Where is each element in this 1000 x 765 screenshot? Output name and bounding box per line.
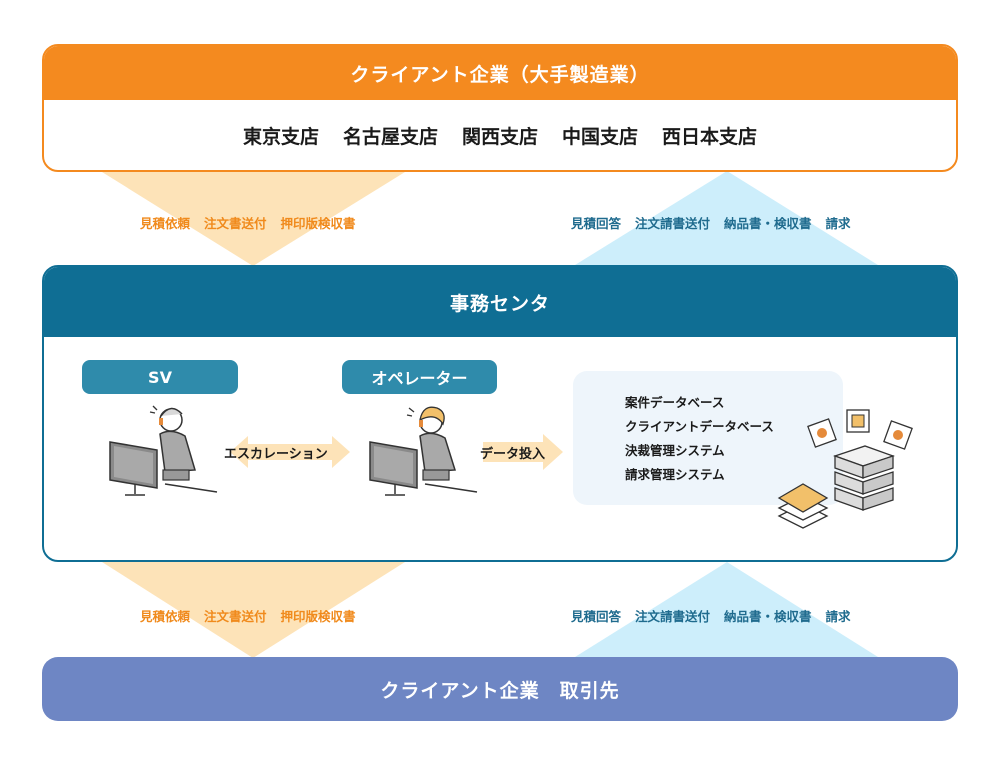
flow-label: 注文請書送付 bbox=[635, 609, 711, 624]
branch-item: 西日本支店 bbox=[662, 125, 758, 148]
operator-worker-illustration bbox=[369, 406, 478, 496]
escalation-double-arrow bbox=[230, 436, 350, 468]
sv-role-badge: SV bbox=[82, 360, 238, 394]
up-arrow-upper bbox=[575, 171, 878, 265]
down-arrow-lower bbox=[102, 562, 405, 658]
flow-label: 見積依頼 bbox=[140, 216, 191, 231]
system-item: 決裁管理システム bbox=[625, 443, 725, 458]
flow-label: 見積回答 bbox=[571, 216, 622, 231]
client-top-title: クライアント企業（大手製造業） bbox=[44, 46, 956, 100]
flow-labels-up-upper: 見積回答 注文請書送付 納品書・検収書 請求 bbox=[571, 213, 851, 232]
operator-role-badge: オペレーター bbox=[342, 360, 497, 394]
sv-worker-illustration bbox=[109, 405, 218, 496]
data-entry-label: データ投入 bbox=[480, 447, 546, 462]
up-arrow-lower bbox=[575, 562, 878, 657]
system-item: クライアントデータベース bbox=[625, 419, 774, 434]
client-top-box: クライアント企業（大手製造業） 東京支店 名古屋支店 関西支店 中国支店 西日本… bbox=[42, 44, 958, 172]
branch-item: 関西支店 bbox=[461, 125, 538, 148]
server-stack-icon bbox=[777, 409, 913, 529]
flow-label: 請求 bbox=[825, 216, 851, 231]
flow-label: 見積依頼 bbox=[140, 609, 191, 624]
flow-label: 押印版検収書 bbox=[280, 216, 356, 231]
client-bottom-box: クライアント企業 取引先 bbox=[42, 657, 958, 721]
branch-item: 中国支店 bbox=[562, 125, 639, 148]
data-entry-arrow bbox=[483, 434, 563, 470]
systems-panel: 案件データベース クライアントデータベース 決裁管理システム 請求管理システム bbox=[573, 371, 843, 505]
office-center-title: 事務センタ bbox=[44, 267, 956, 337]
branch-list: 東京支店 名古屋支店 関西支店 中国支店 西日本支店 bbox=[44, 100, 956, 170]
flow-label: 押印版検収書 bbox=[280, 609, 356, 624]
flow-label: 注文請書送付 bbox=[635, 216, 711, 231]
flow-label: 注文書送付 bbox=[204, 609, 267, 624]
down-arrow-upper bbox=[102, 172, 405, 266]
branch-item: 名古屋支店 bbox=[342, 125, 438, 148]
flow-label: 納品書・検収書 bbox=[724, 216, 812, 231]
systems-list: 案件データベース クライアントデータベース 決裁管理システム 請求管理システム bbox=[625, 391, 774, 487]
flow-label: 納品書・検収書 bbox=[724, 609, 812, 624]
system-item: 案件データベース bbox=[625, 395, 725, 410]
flow-labels-down-lower: 見積依頼 注文書送付 押印版検収書 bbox=[140, 606, 356, 625]
escalation-label: エスカレーション bbox=[224, 447, 328, 462]
flow-label: 請求 bbox=[825, 609, 851, 624]
flow-labels-up-lower: 見積回答 注文請書送付 納品書・検収書 請求 bbox=[571, 606, 851, 625]
flow-label: 見積回答 bbox=[571, 609, 622, 624]
flow-labels-down-upper: 見積依頼 注文書送付 押印版検収書 bbox=[140, 213, 356, 232]
branch-item: 東京支店 bbox=[242, 125, 319, 148]
flow-label: 注文書送付 bbox=[204, 216, 267, 231]
system-item: 請求管理システム bbox=[625, 467, 725, 482]
